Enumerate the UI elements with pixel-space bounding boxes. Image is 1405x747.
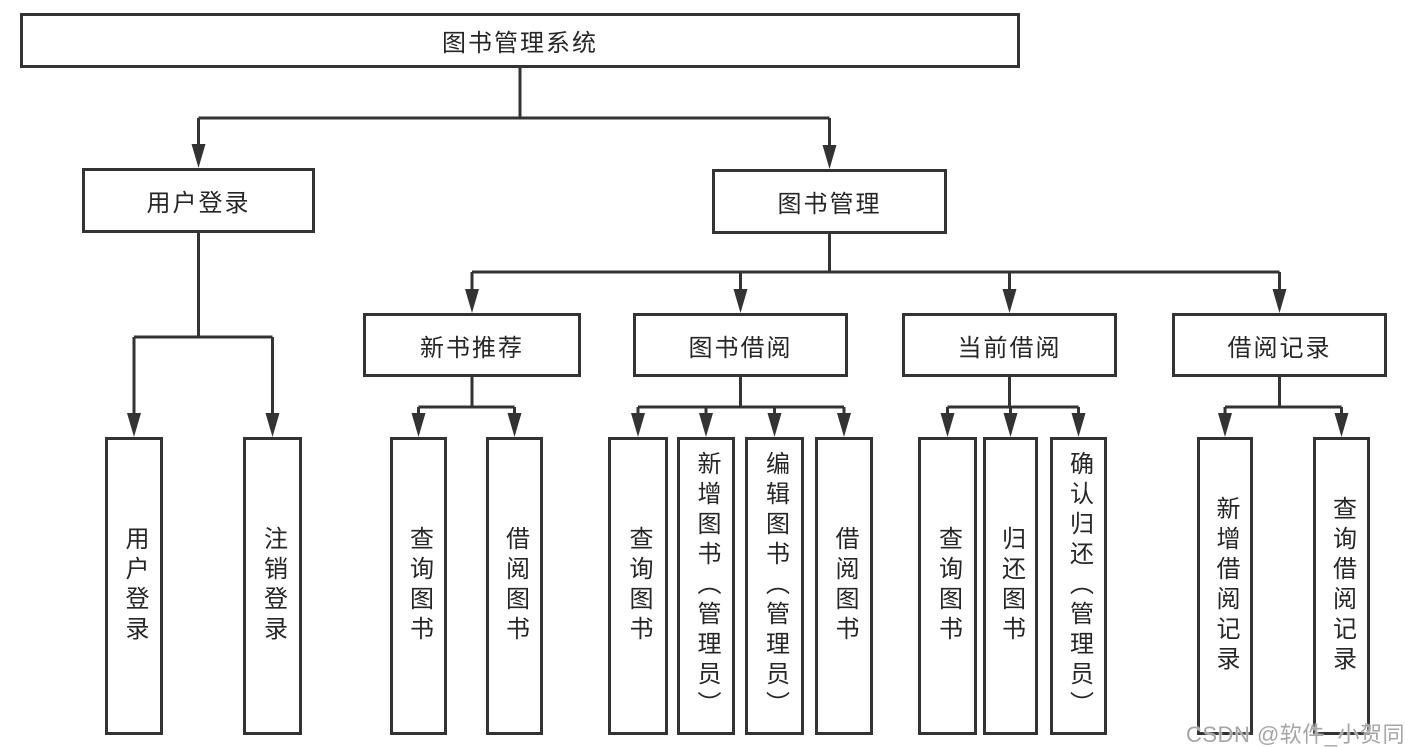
node-nb-query-books: 查询图书: [390, 437, 447, 735]
node-bb-query-books: 查询图书: [608, 437, 668, 735]
node-cb-confirm-return-admin: 确认归还（管理员）: [1050, 437, 1107, 735]
node-user-login: 用户登录: [105, 437, 163, 735]
node-user-login-group: 用户登录: [82, 168, 315, 233]
connector-book-borrow-branch: [636, 377, 846, 415]
node-root-system: 图书管理系统: [20, 13, 1020, 68]
node-book-management: 图书管理: [712, 169, 947, 234]
node-current-borrowing: 当前借阅: [902, 313, 1117, 377]
node-bb-borrow-books: 借阅图书: [815, 437, 873, 735]
node-new-book-recommend: 新书推荐: [363, 313, 581, 377]
node-borrowing-records: 借阅记录: [1172, 313, 1387, 377]
connector-root-to-level2: [197, 68, 831, 147]
connector-new-book-branch: [417, 377, 516, 415]
node-cb-return-books: 归还图书: [983, 437, 1038, 735]
node-logout: 注销登录: [243, 437, 302, 735]
connector-book-mgmt-branch: [470, 234, 1281, 291]
node-br-query-record: 查询借阅记录: [1313, 437, 1370, 735]
node-nb-borrow-books: 借阅图书: [486, 437, 543, 735]
node-bb-add-books-admin: 新增图书（管理员）: [677, 437, 735, 735]
connector-user-login-branch: [132, 233, 274, 415]
node-book-borrowing: 图书借阅: [633, 313, 848, 377]
connector-borrow-record-branch: [1223, 377, 1343, 415]
node-br-add-record: 新增借阅记录: [1197, 437, 1253, 735]
connector-current-borrow-branch: [946, 377, 1080, 415]
csdn-watermark: CSDN @软件_小贺同学: [1186, 722, 1405, 747]
node-cb-query-books: 查询图书: [918, 437, 977, 735]
node-bb-edit-books-admin: 编辑图书（管理员）: [745, 437, 804, 735]
